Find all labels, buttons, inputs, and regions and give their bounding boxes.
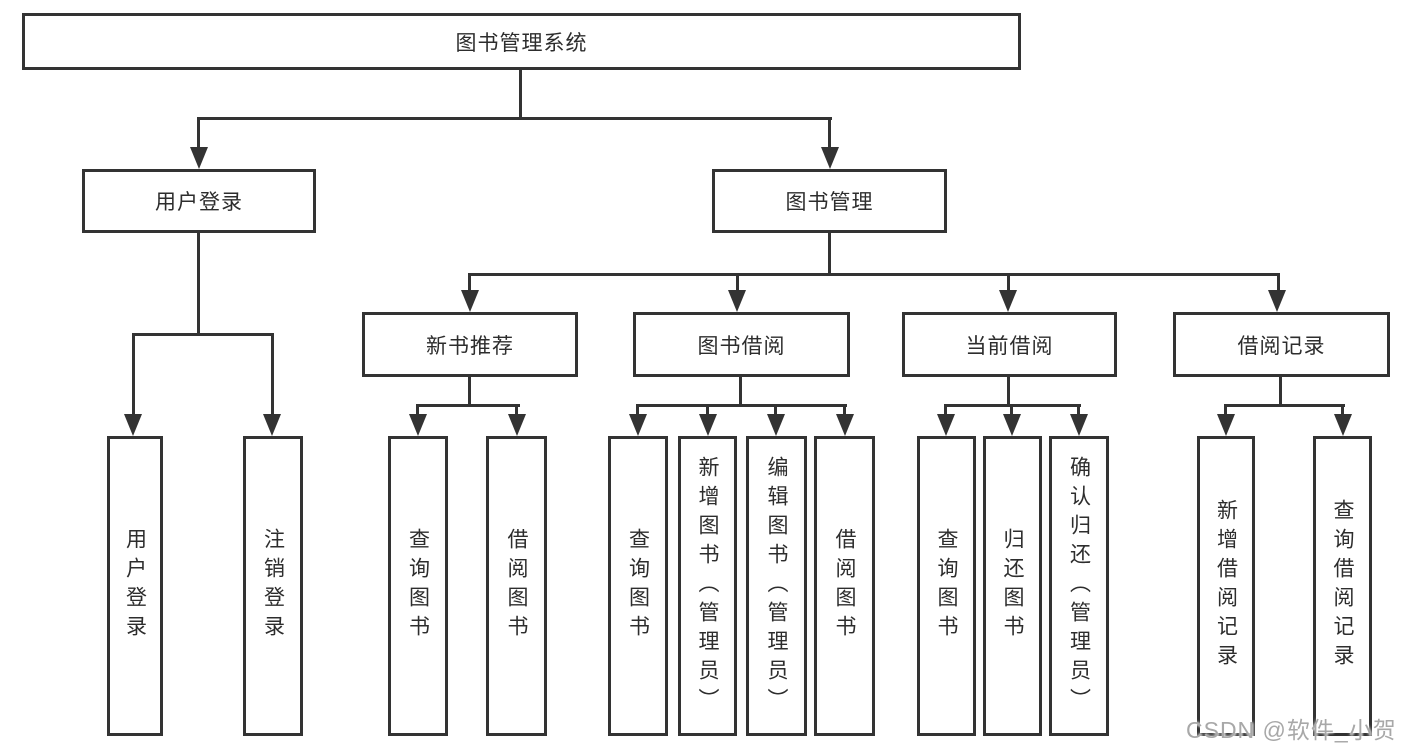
connector-line [197,117,832,120]
leaf-recommend-borrow-books: 借阅图书 [486,436,547,736]
connector-line [197,117,200,148]
node-current-borrow-label: 当前借阅 [965,334,1054,358]
arrow-down-icon [629,414,647,436]
connector-line [197,233,200,335]
leaf-borrow-books-label: 借阅图书 [833,528,856,644]
arrow-down-icon [767,414,785,436]
connector-line [1279,377,1282,407]
connector-line [1224,404,1227,416]
leaf-return-books: 归还图书 [983,436,1042,736]
node-borrow-records-label: 借阅记录 [1237,334,1326,358]
arrow-down-icon [1334,414,1352,436]
leaf-edit-books-admin: 编辑图书（管理员） [746,436,807,736]
leaf-query-borrow-record: 查询借阅记录 [1313,436,1372,736]
connector-line [416,404,520,407]
connector-line [1007,273,1010,292]
leaf-return-books-label: 归还图书 [1001,528,1024,644]
connector-line [706,404,709,416]
arrow-down-icon [1003,414,1021,436]
node-borrow-records: 借阅记录 [1173,312,1390,377]
arrow-down-icon [508,414,526,436]
connector-line [468,273,471,292]
node-current-borrow: 当前借阅 [902,312,1117,377]
leaf-add-books-admin: 新增图书（管理员） [678,436,737,736]
leaf-borrow-query-books: 查询图书 [608,436,668,736]
connector-line [828,117,831,148]
connector-line [739,377,742,407]
node-book-borrow: 图书借阅 [633,312,850,377]
arrow-down-icon [836,414,854,436]
connector-line [132,333,274,336]
leaf-logout: 注销登录 [243,436,303,736]
arrow-down-icon [409,414,427,436]
connector-line [636,404,639,416]
node-book-borrow-label: 图书借阅 [697,334,786,358]
arrow-down-icon [1268,290,1286,312]
leaf-query-borrow-record-label: 查询借阅记录 [1331,499,1354,673]
arrow-down-icon [999,290,1017,312]
leaf-add-borrow-record: 新增借阅记录 [1197,436,1255,736]
node-book-management-label: 图书管理 [785,191,874,214]
connector-line [468,273,1280,276]
node-new-book-recommend-label: 新书推荐 [426,334,514,358]
leaf-confirm-return-admin: 确认归还（管理员） [1049,436,1109,736]
arrow-down-icon [461,290,479,312]
node-new-book-recommend: 新书推荐 [362,312,578,377]
arrow-down-icon [1217,414,1235,436]
leaf-current-query-books: 查询图书 [917,436,976,736]
connector-line [736,273,739,292]
connector-line [519,70,522,118]
leaf-borrow-query-books-label: 查询图书 [626,528,650,644]
connector-line [132,333,135,414]
leaf-current-query-books-label: 查询图书 [935,528,958,644]
arrow-down-icon [124,414,142,436]
node-root: 图书管理系统 [22,13,1021,70]
connector-line [271,333,274,414]
connector-line [1224,404,1345,407]
leaf-add-borrow-record-label: 新增借阅记录 [1214,499,1238,673]
connector-line [1007,377,1010,407]
arrow-down-icon [699,414,717,436]
leaf-logout-label: 注销登录 [261,528,285,644]
connector-line [944,404,947,416]
connector-line [1341,404,1344,416]
connector-line [828,233,831,276]
arrow-down-icon [821,147,839,169]
connector-line [774,404,777,416]
csdn-watermark: CSDN @软件_小贺同学 [1186,717,1397,743]
arrow-down-icon [1070,414,1088,436]
leaf-user-login-label: 用户登录 [123,528,147,644]
leaf-recommend-query-books: 查询图书 [388,436,448,736]
node-user-login-label: 用户登录 [155,191,243,214]
connector-line [1077,404,1080,416]
node-user-login: 用户登录 [82,169,316,233]
arrow-down-icon [263,414,281,436]
leaf-user-login: 用户登录 [107,436,163,736]
connector-line [1010,404,1013,416]
node-root-label: 图书管理系统 [455,31,588,55]
connector-line [636,404,847,407]
connector-line [416,404,419,416]
leaf-add-books-admin-label: 新增图书（管理员） [696,455,719,717]
connector-line [468,377,471,407]
leaf-recommend-borrow-books-label: 借阅图书 [505,528,528,644]
leaf-confirm-return-admin-label: 确认归还（管理员） [1067,455,1091,717]
arrow-down-icon [190,147,208,169]
leaf-edit-books-admin-label: 编辑图书（管理员） [765,455,788,717]
leaf-borrow-books: 借阅图书 [814,436,875,736]
connector-line [843,404,846,416]
leaf-recommend-query-books-label: 查询图书 [406,528,430,644]
connector-line [515,404,518,416]
arrow-down-icon [728,290,746,312]
connector-line [1277,273,1280,292]
node-book-management: 图书管理 [712,169,947,233]
arrow-down-icon [937,414,955,436]
